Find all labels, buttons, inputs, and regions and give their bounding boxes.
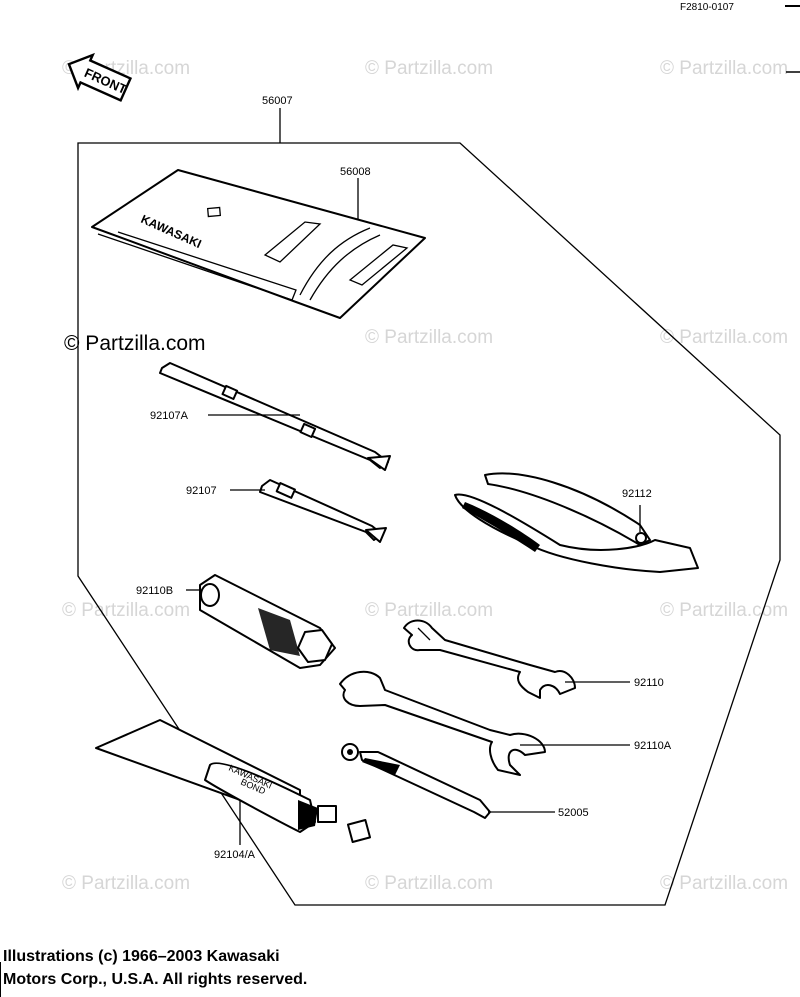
watermark: © Partzilla.com bbox=[365, 58, 493, 79]
reference-code: F2810-0107 bbox=[680, 2, 734, 13]
open-end-wrench-small bbox=[403, 619, 576, 699]
bond-tube: KAWASAKI BOND bbox=[95, 719, 372, 844]
tool-bag: KAWASAKI bbox=[91, 169, 426, 319]
watermark: © Partzilla.com bbox=[62, 873, 190, 894]
part-label-92104A: 92104/A bbox=[214, 849, 256, 861]
kit-outline bbox=[77, 142, 781, 906]
copyright-line: Illustrations (c) 1966–2003 Kawasaki bbox=[3, 948, 280, 965]
watermark: © Partzilla.com bbox=[660, 873, 788, 894]
watermark-layer: © Partzilla.com © Partzilla.com © Partzi… bbox=[62, 58, 788, 894]
watermark: © Partzilla.com bbox=[660, 58, 788, 79]
pliers bbox=[454, 472, 699, 573]
copyright-notice: Illustrations (c) 1966–2003 Kawasaki Mot… bbox=[3, 945, 307, 991]
part-label-52005: 52005 bbox=[558, 807, 589, 819]
watermark: © Partzilla.com bbox=[660, 327, 788, 348]
watermark: © Partzilla.com bbox=[62, 600, 190, 621]
watermark-dark: © Partzilla.com bbox=[64, 332, 206, 355]
kit-label: 56007 bbox=[262, 95, 293, 107]
part-label-92107: 92107 bbox=[186, 485, 217, 497]
open-end-wrench-large bbox=[339, 670, 546, 776]
part-label-92107A: 92107A bbox=[150, 410, 189, 422]
copyright-line: Motors Corp., U.S.A. All rights reserved… bbox=[3, 971, 308, 988]
part-label-92112: 92112 bbox=[622, 488, 652, 500]
watermark: © Partzilla.com bbox=[365, 873, 493, 894]
screwdriver bbox=[159, 362, 391, 471]
part-label-92110: 92110 bbox=[634, 677, 664, 689]
part-label-92110B: 92110B bbox=[136, 585, 173, 597]
watermark: © Partzilla.com bbox=[365, 600, 493, 621]
part-label-56008: 56008 bbox=[340, 166, 371, 178]
socket-wrench bbox=[199, 574, 336, 669]
part-label-92110A: 92110A bbox=[634, 740, 672, 752]
spark-plug-tool bbox=[341, 743, 491, 819]
watermark: © Partzilla.com bbox=[660, 600, 788, 621]
watermark: © Partzilla.com bbox=[365, 327, 493, 348]
screwdriver-bit bbox=[259, 479, 387, 543]
